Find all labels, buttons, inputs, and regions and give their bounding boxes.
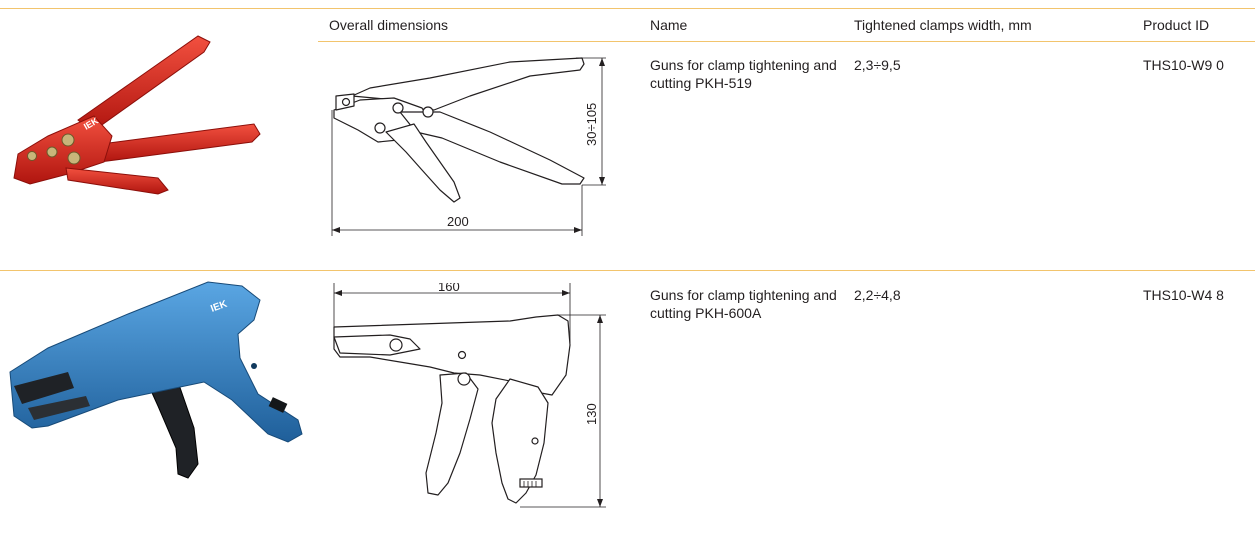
product-name-pkh600a: Guns for clamp tightening and cutting PK… <box>650 287 837 321</box>
dim-length-pkh600a: 160 <box>438 283 460 294</box>
dim-height-pkh600a: 130 <box>584 403 599 425</box>
product-photo-pkh519: IEK <box>13 35 261 195</box>
header-clamp-width: Tightened clamps width, mm <box>854 17 1032 33</box>
header-product-id: Product ID <box>1143 17 1210 33</box>
table-top-rule <box>0 8 1255 9</box>
product-photo-pkh600a: IEK <box>9 281 303 479</box>
row-separator <box>0 270 1255 271</box>
product-id-pkh600a: THS10-W4 8 <box>1143 287 1224 303</box>
clamp-width-pkh519: 2,3÷9,5 <box>854 57 901 73</box>
header-name: Name <box>650 17 688 33</box>
dim-length-pkh519: 200 <box>447 214 469 229</box>
header-overall-dimensions: Overall dimensions <box>329 17 449 33</box>
dimension-drawing-pkh600a: 160 130 <box>333 283 606 508</box>
product-name-pkh519: Guns for clamp tightening and cutting PK… <box>650 57 837 91</box>
dimension-drawing-pkh519: 200 30÷105 <box>331 57 606 236</box>
clamp-width-pkh600a: 2,2÷4,8 <box>854 287 901 303</box>
header-underline <box>318 41 1255 42</box>
product-id-pkh519: THS10-W9 0 <box>1143 57 1224 73</box>
dim-height-pkh519: 30÷105 <box>584 103 599 146</box>
